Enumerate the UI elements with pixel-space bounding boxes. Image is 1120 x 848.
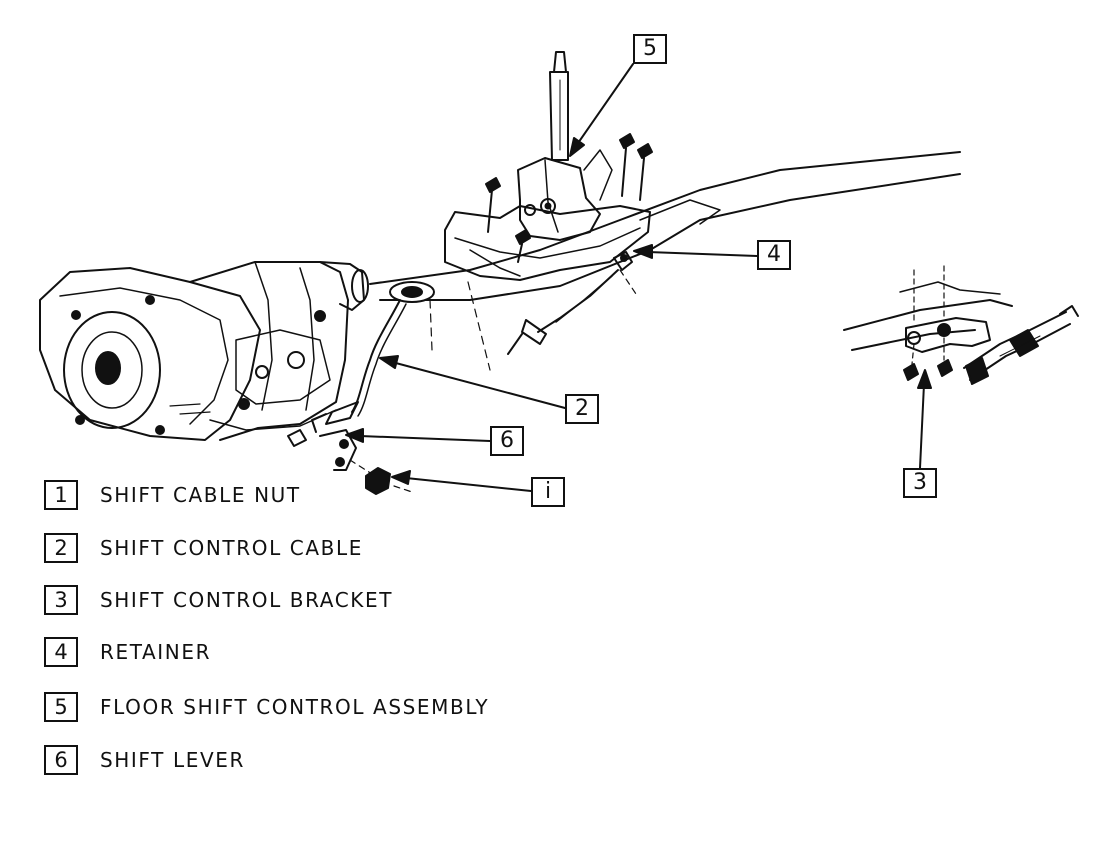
leader-arrows	[345, 63, 932, 492]
legend-item: 2 SHIFT CONTROL CABLE	[44, 531, 363, 565]
legend-label: SHIFT LEVER	[100, 748, 245, 772]
callout-1: i	[531, 477, 565, 507]
shift-cable-drawing	[287, 299, 413, 495]
legend-label: SHIFT CABLE NUT	[100, 483, 301, 507]
legend-item: 5 FLOOR SHIFT CONTROL ASSEMBLY	[44, 690, 489, 724]
legend-number: 2	[44, 533, 78, 563]
callout-4: 4	[757, 240, 791, 270]
legend-number: 5	[44, 692, 78, 722]
legend-label: FLOOR SHIFT CONTROL ASSEMBLY	[100, 695, 490, 719]
legend-item: 6 SHIFT LEVER	[44, 743, 245, 777]
legend-number: 6	[44, 745, 78, 775]
legend-label: SHIFT CONTROL BRACKET	[100, 588, 394, 612]
legend-item: 4 RETAINER	[44, 635, 211, 669]
callout-2: 2	[565, 394, 599, 424]
transmission-drawing	[39, 261, 369, 441]
callout-5: 5	[633, 34, 667, 64]
bracket-detail-drawing	[843, 265, 1079, 385]
legend-number: 4	[44, 637, 78, 667]
callout-3: 3	[903, 468, 937, 498]
mounting-bolts-drawing	[485, 133, 653, 263]
legend-label: RETAINER	[100, 640, 212, 664]
legend-label: SHIFT CONTROL CABLE	[100, 536, 363, 560]
callout-6: 6	[490, 426, 524, 456]
legend-number: 1	[44, 480, 78, 510]
legend-item: 1 SHIFT CABLE NUT	[44, 478, 301, 512]
legend-number: 3	[44, 585, 78, 615]
legend-item: 3 SHIFT CONTROL BRACKET	[44, 583, 393, 617]
